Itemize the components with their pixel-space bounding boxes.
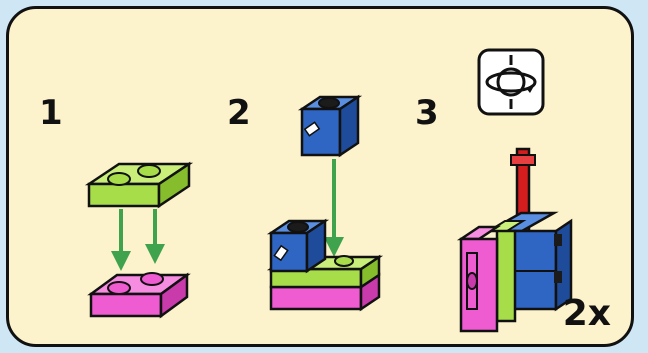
step-2-number: 2 xyxy=(227,93,251,133)
step-3-number: 3 xyxy=(415,93,439,133)
build-steps-illustration xyxy=(84,94,573,333)
sticker-print-icon xyxy=(303,121,321,137)
quantity-label: 2x xyxy=(562,293,611,334)
step-3-illustration xyxy=(456,147,573,333)
step-1-number: 1 xyxy=(39,93,63,133)
instruction-panel: 1 2 3 xyxy=(6,6,634,347)
step-2-illustration xyxy=(266,94,384,312)
step-1-illustration xyxy=(84,161,194,319)
rotate-model-icon xyxy=(477,48,545,116)
